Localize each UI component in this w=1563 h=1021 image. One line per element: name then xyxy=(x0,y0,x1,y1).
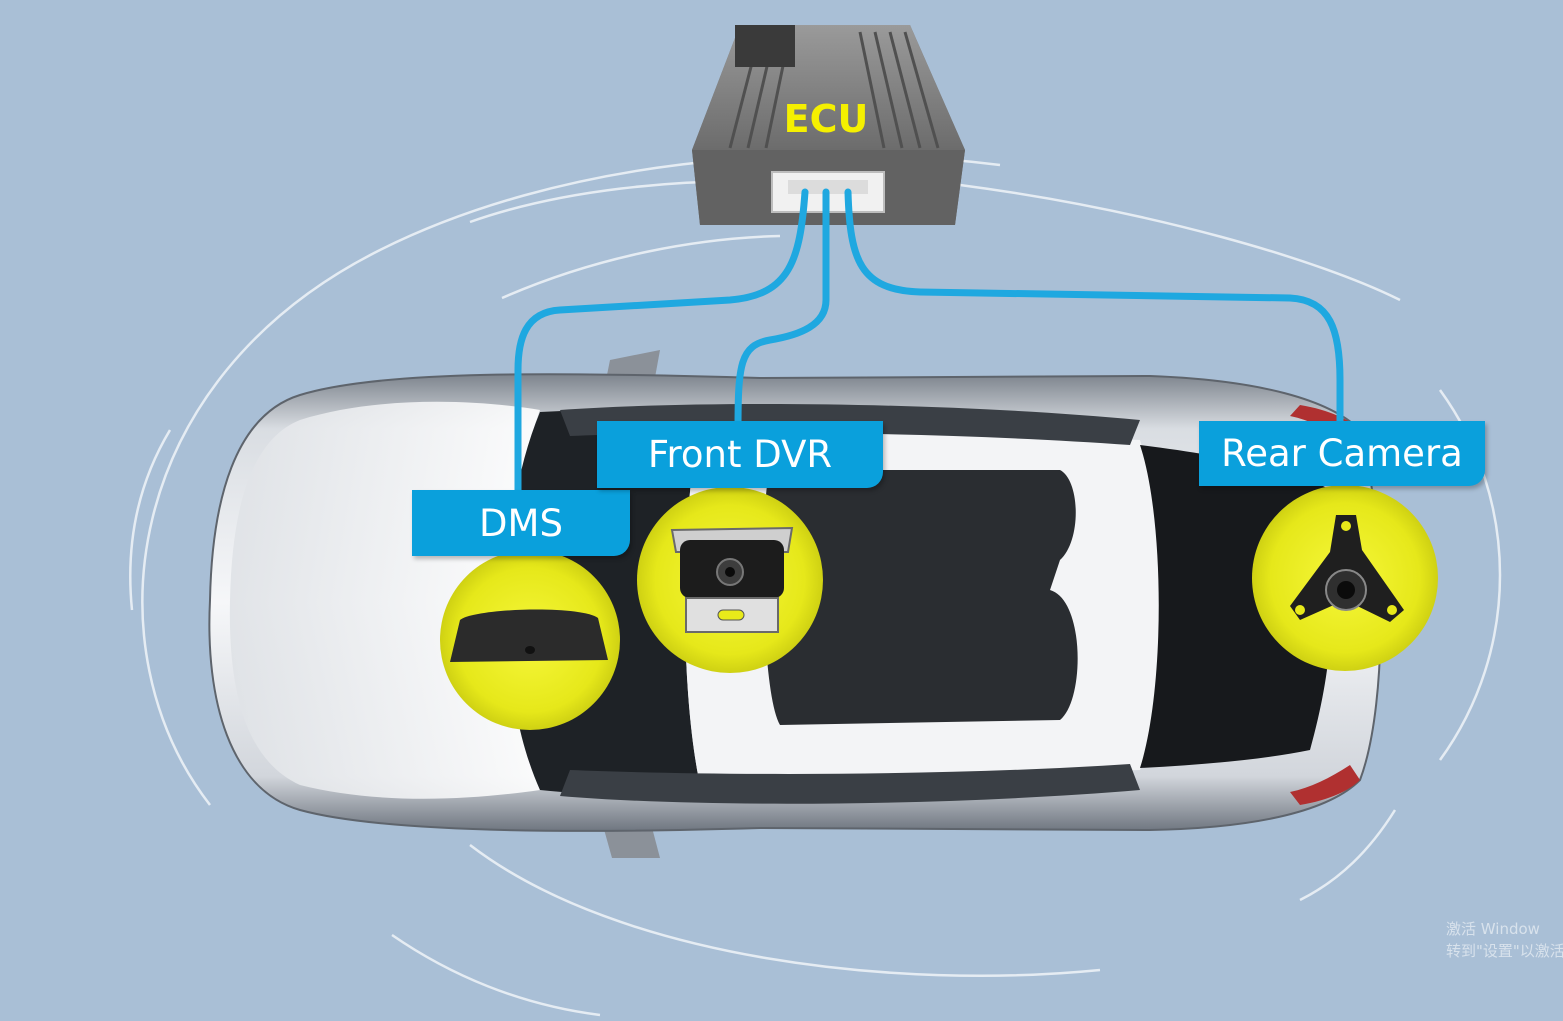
activation-watermark: 激活 Window 转到"设置"以激活 xyxy=(1446,918,1563,962)
cable-ecu-dms xyxy=(514,188,809,524)
cables xyxy=(514,188,1344,524)
watermark-line-1: 激活 Window xyxy=(1446,920,1540,938)
dms-label-text: DMS xyxy=(479,501,563,545)
dms-camera-icon xyxy=(450,609,608,662)
cable-ecu-front-dvr xyxy=(734,188,830,434)
dvr-camera-icon xyxy=(670,526,794,633)
front-dvr-label-text: Front DVR xyxy=(647,433,833,476)
cable-ecu-rear-camera xyxy=(844,188,1344,444)
rear-camera-icon xyxy=(1290,515,1404,622)
rear-camera-label: Rear Camera xyxy=(1199,421,1485,486)
dms-label: DMS xyxy=(412,490,630,556)
watermark-line-2: 转到"设置"以激活 xyxy=(1446,942,1563,960)
front-dvr-label: Front DVR xyxy=(597,421,883,488)
rear-camera-label-text: Rear Camera xyxy=(1221,432,1463,475)
ecu-label: ECU xyxy=(784,97,869,141)
